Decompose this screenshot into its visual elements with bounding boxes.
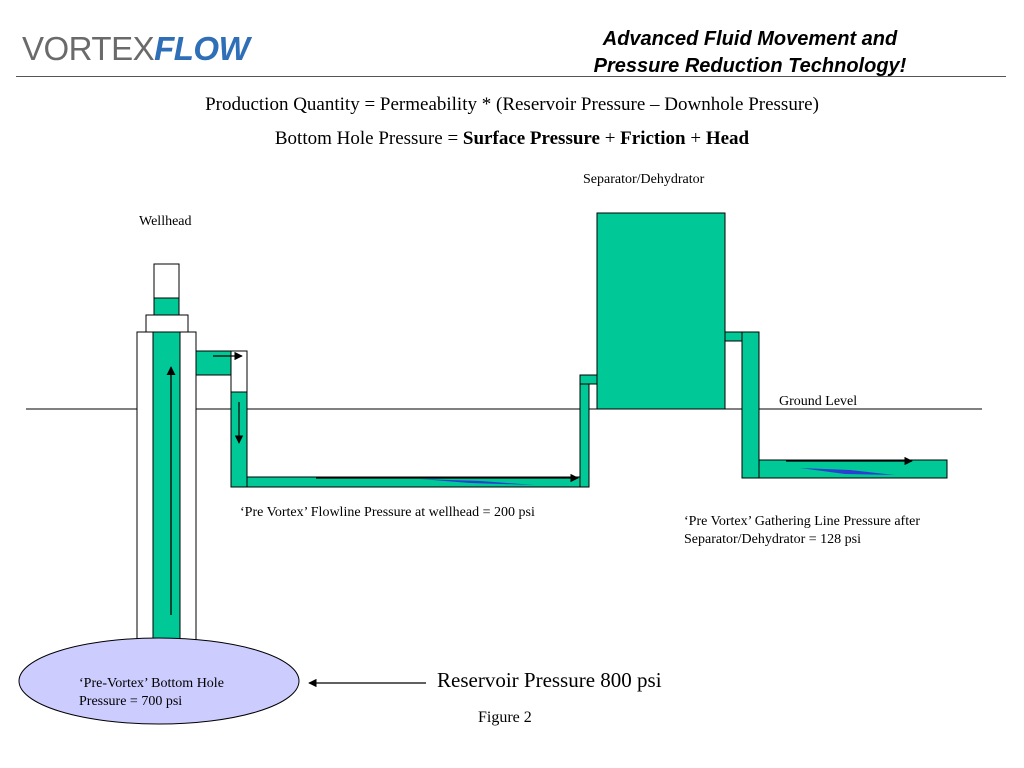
production-equation: Production Quantity = Permeability * (Re… (205, 94, 819, 115)
reservoir-ellipse (18, 637, 300, 725)
flowline-riser-top (230, 350, 248, 393)
figure-caption: Figure 2 (478, 709, 532, 726)
ground-level-label: Ground Level (779, 394, 858, 409)
tagline-line-2: Pressure Reduction Technology! (593, 55, 907, 77)
bhp-plus-2: + (685, 128, 706, 149)
wellhead-outlet-pipe (195, 350, 232, 376)
tagline: Advanced Fluid Movement and Pressure Red… (540, 26, 960, 80)
bottom-hole-pressure-label: ‘Pre-Vortex’ Bottom Hole Pressure = 700 … (79, 676, 224, 709)
wellhead-flange (145, 314, 189, 333)
flowline-pressure-label: ‘Pre Vortex’ Flowline Pressure at wellhe… (240, 505, 535, 520)
header-divider (16, 76, 1006, 77)
reservoir-pressure-label: Reservoir Pressure 800 psi (437, 668, 662, 692)
wellhead-fluid-level (153, 297, 180, 316)
separator-outlet-stub (724, 331, 743, 342)
bhp-head: Head (705, 128, 750, 149)
separator-inlet-stub (579, 374, 598, 385)
bhp-prefix: Bottom Hole Pressure = (274, 128, 463, 149)
vortexflow-logo: VORTEXFLOW (22, 30, 250, 67)
wellhead-label: Wellhead (139, 214, 192, 229)
separator-inlet-riser (579, 374, 590, 488)
tubing-fluid (152, 331, 181, 641)
separator-label: Separator/Dehydrator (583, 172, 705, 187)
logo-flow-text: FLOW (154, 30, 250, 67)
tagline-line-1: Advanced Fluid Movement and (602, 28, 898, 50)
bhp-friction: Friction (620, 128, 686, 149)
gathering-streak (800, 468, 895, 475)
logo-vortex-text: VORTEX (22, 30, 155, 67)
bhp-plus-1: + (599, 128, 621, 149)
bhp-surface-pressure: Surface Pressure (462, 128, 600, 149)
flowline-streak (420, 479, 535, 485)
separator-dehydrator-tank (596, 212, 726, 410)
gathering-downpipe (741, 331, 760, 479)
gathering-pressure-label: ‘Pre Vortex’ Gathering Line Pressure aft… (684, 514, 920, 547)
gathering-line (758, 459, 948, 479)
bottom-hole-pressure-equation: Bottom Hole Pressure = Surface Pressure … (0, 128, 1024, 150)
